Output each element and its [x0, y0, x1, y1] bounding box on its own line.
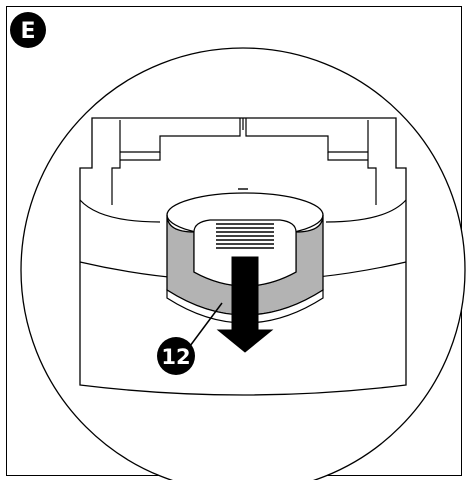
latch-lower-rim	[166, 288, 324, 324]
grip-lines-icon	[216, 223, 274, 249]
callout-number: 12	[161, 345, 190, 369]
right-rail	[367, 120, 377, 205]
left-shoulder	[79, 199, 161, 223]
down-arrow-icon	[216, 256, 274, 353]
panel-label: E	[20, 19, 35, 44]
right-shoulder	[325, 199, 407, 223]
panel-label-badge	[10, 12, 46, 48]
left-rail	[111, 120, 121, 205]
callout-badge	[157, 337, 195, 375]
rail-right-top	[245, 118, 368, 153]
rail-left-step	[120, 152, 161, 161]
callout-leader	[189, 302, 223, 347]
rail-left-top	[120, 118, 241, 153]
rail-right-step	[327, 152, 368, 161]
